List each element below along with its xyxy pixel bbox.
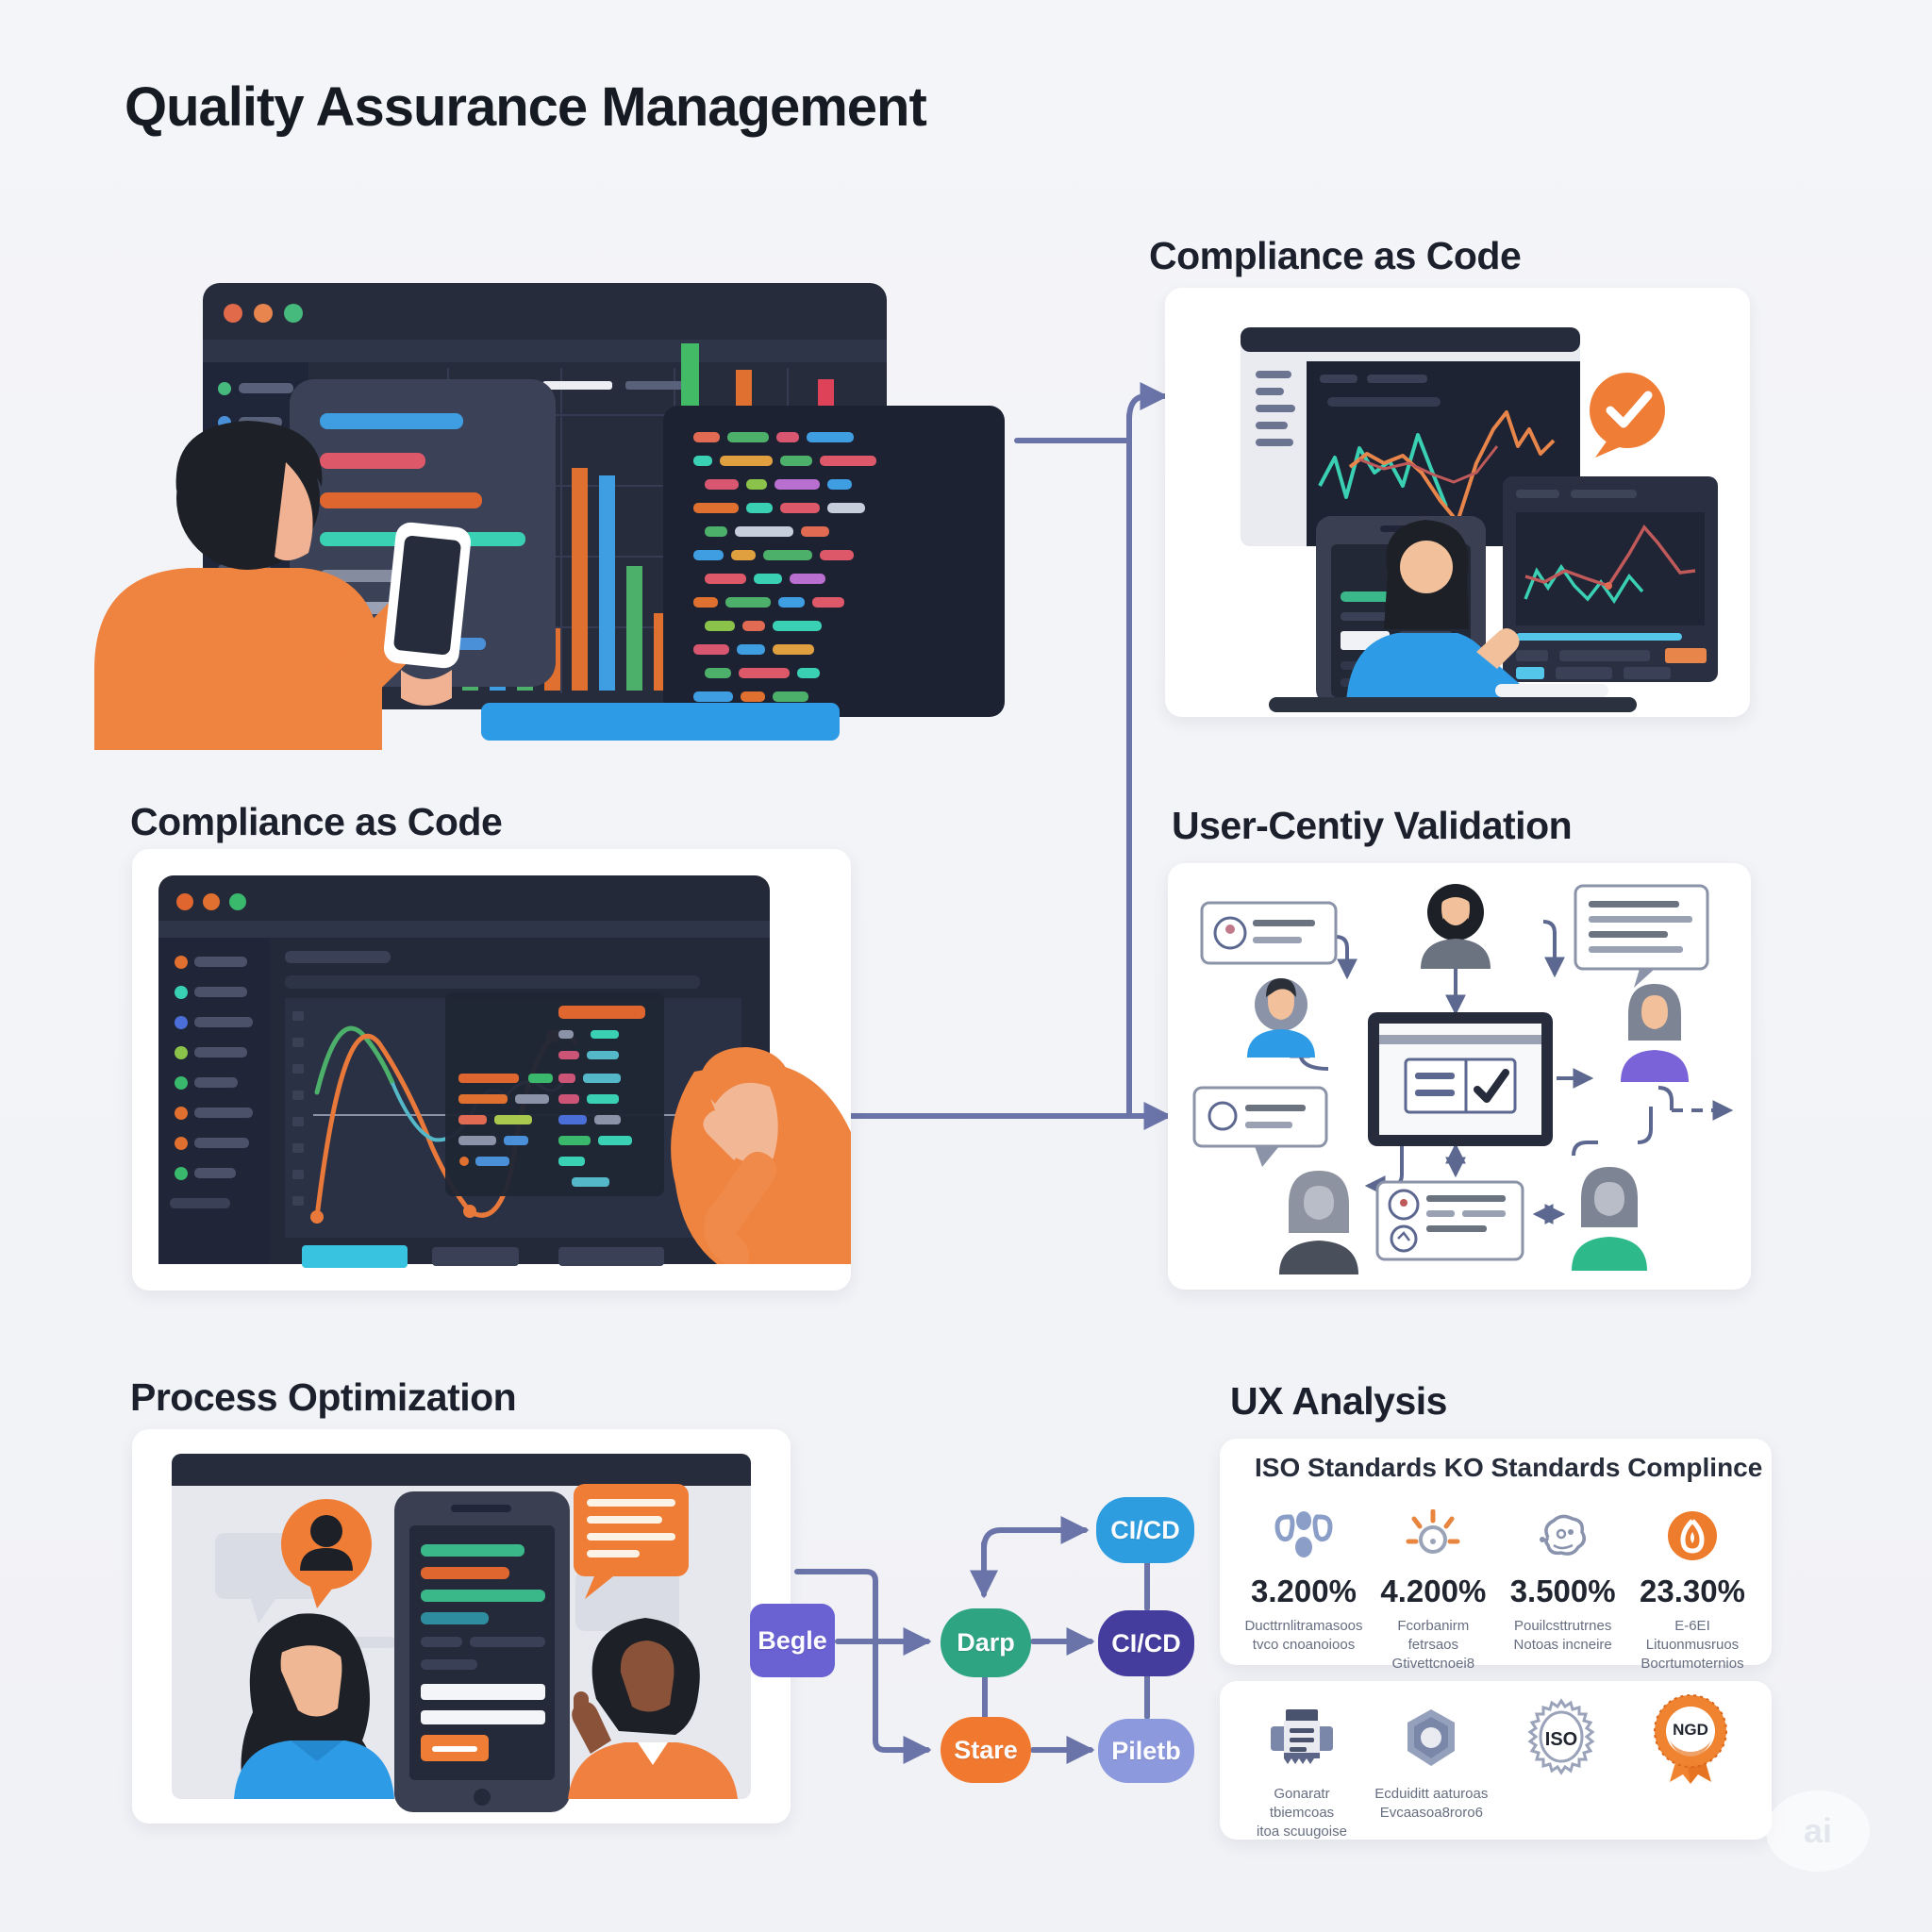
flow-node-stare[interactable]: Stare	[941, 1717, 1031, 1783]
process-card	[132, 1429, 791, 1824]
flow-node-begle[interactable]: Begle	[750, 1604, 835, 1677]
secondary-monitor	[1503, 476, 1718, 682]
compliance-illustration	[1241, 327, 1718, 712]
compliance-mid-illustration	[158, 875, 851, 1268]
ux-stats-title: ISO Standards KO Standards Complince	[1255, 1453, 1763, 1482]
feedback-card	[1375, 1180, 1524, 1261]
avatar-bottom-left-woman	[1279, 1171, 1358, 1274]
process-illustration	[172, 1454, 751, 1812]
user-validation-diagram	[1192, 884, 1734, 1274]
avatar-bubble-icon	[281, 1499, 372, 1608]
stat-value: 4.200%	[1380, 1574, 1487, 1608]
section-heading-bottom-left: Process Optimization	[130, 1375, 517, 1419]
woman-blue-shirt	[234, 1613, 394, 1799]
ai-watermark: ai	[1766, 1790, 1870, 1872]
id-card	[1200, 901, 1338, 965]
stat-value: 3.500%	[1509, 1574, 1616, 1608]
sidebar	[158, 938, 270, 1264]
section-heading-top-right: Compliance as Code	[1149, 234, 1522, 277]
check-bubble-icon	[1590, 373, 1665, 458]
person-with-phone	[94, 421, 472, 750]
badge-column: ISO	[1501, 1698, 1622, 1779]
svg-text:ISO: ISO	[1544, 1729, 1576, 1750]
flow-node-cicd-top[interactable]: CI/CD	[1096, 1497, 1194, 1563]
section-heading-mid-left: Compliance as Code	[130, 800, 503, 843]
phone-mockup	[394, 1491, 570, 1812]
badge-column: NGD	[1630, 1694, 1751, 1784]
avatar-bottom-right-woman	[1572, 1167, 1647, 1271]
section-heading-mid-right: User-Centiy Validation	[1172, 804, 1573, 847]
user-validation-card	[1168, 863, 1751, 1290]
nut-icon	[1371, 1698, 1491, 1779]
flow-node-piletb[interactable]: Piletb	[1098, 1719, 1194, 1783]
stat-value: 23.30%	[1640, 1574, 1745, 1608]
section-heading-ux: UX Analysis	[1230, 1379, 1447, 1423]
validation-tablet	[1368, 1012, 1553, 1146]
flow-node-cicd-mid[interactable]: CI/CD	[1098, 1610, 1194, 1676]
code-panel	[663, 406, 1005, 717]
svg-text:NGD: NGD	[1673, 1721, 1708, 1739]
speech-bubble-orange-icon	[574, 1484, 689, 1599]
sun-rays-icon	[1373, 1506, 1493, 1566]
avatar-top-man	[1421, 884, 1491, 969]
page-title: Quality Assurance Management	[125, 76, 927, 138]
traffic-dot	[254, 304, 273, 323]
iso-seal-icon: ISO	[1501, 1698, 1622, 1779]
stat-value: 3.200%	[1251, 1574, 1357, 1608]
avatar-right-woman	[1621, 984, 1689, 1082]
desk	[1269, 697, 1637, 712]
traffic-dot	[224, 304, 242, 323]
printer-icon	[1241, 1698, 1362, 1779]
action-bar	[481, 703, 840, 741]
speech-bubble-left	[1192, 1086, 1328, 1167]
compliance-card-mid	[132, 849, 851, 1291]
avatar-left-man	[1247, 978, 1315, 1058]
man-orange-jacket	[568, 1618, 738, 1799]
presenting-woman	[671, 1047, 851, 1264]
qa-dashboard-illustration	[94, 283, 1005, 750]
code-overlay	[445, 992, 664, 1196]
seated-woman	[1346, 520, 1608, 708]
traffic-dot	[284, 304, 303, 323]
shield-badge-icon	[1632, 1506, 1753, 1566]
ribbon-badge-icon: NGD	[1630, 1694, 1751, 1784]
sketch-gear-icon	[1503, 1506, 1624, 1566]
compliance-card-top	[1165, 288, 1750, 717]
shapes-icon	[1243, 1506, 1364, 1566]
speech-bubble-top-right	[1574, 884, 1709, 988]
flow-node-darp[interactable]: Darp	[941, 1608, 1031, 1677]
